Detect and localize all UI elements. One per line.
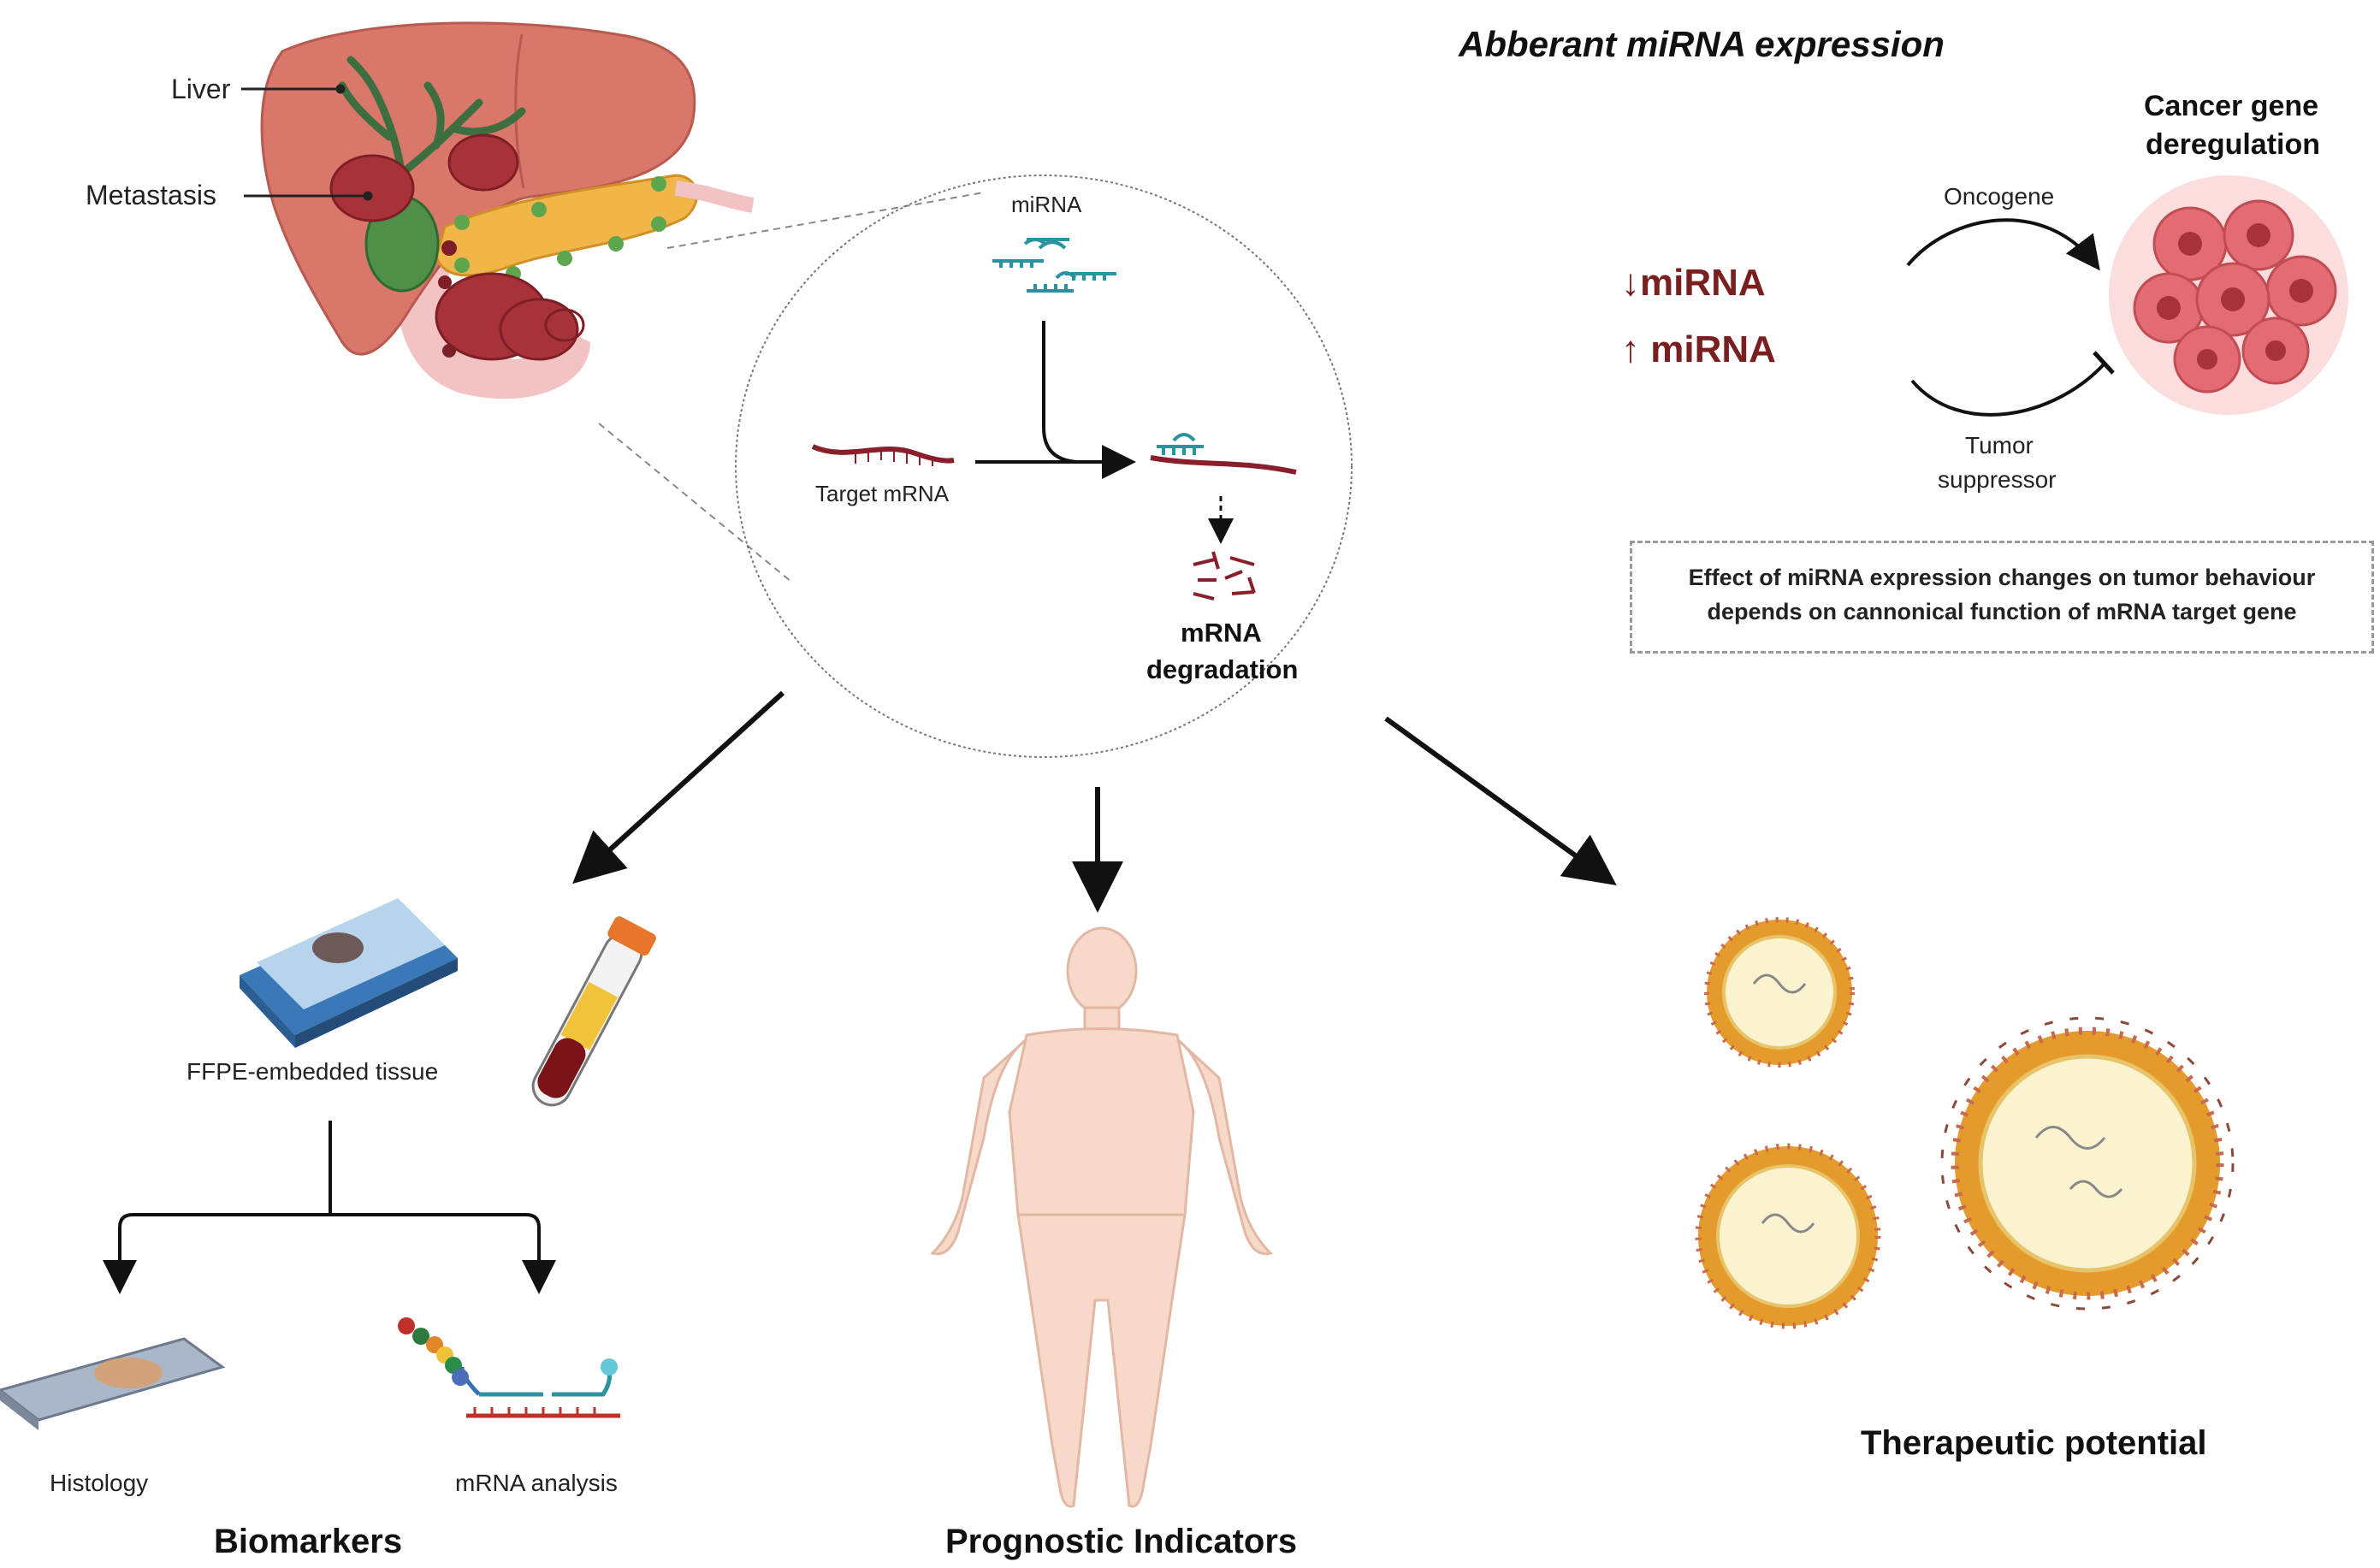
liposome-small	[1704, 917, 1855, 1068]
anatomy-callouts	[241, 84, 373, 201]
mirna-binding-arrow	[1042, 321, 1079, 464]
ffpe-block-icon	[240, 898, 458, 1048]
prognostic-title: Prognostic Indicators	[945, 1523, 1298, 1560]
therapeutic-title: Therapeutic potential	[1861, 1424, 2207, 1462]
target-mrna-label: Target mRNA	[815, 481, 950, 506]
degradation-label-1: mRNA	[1181, 618, 1262, 648]
histology-slide-icon	[0, 1337, 226, 1430]
liver-illustration	[260, 21, 755, 399]
liver-label: Liver	[171, 74, 231, 104]
diagram-title: Abberant miRNA expression	[1459, 24, 1945, 64]
human-figure-icon	[930, 926, 1273, 1508]
zoom-lines	[598, 192, 985, 583]
cancer-gene-label-1: Cancer gene	[2144, 90, 2319, 122]
mrna-analysis-label: mRNA analysis	[455, 1470, 618, 1496]
degraded-fragments	[1193, 551, 1256, 601]
liposome-medium	[1695, 1143, 1881, 1329]
oncogene-arrow	[1906, 218, 2100, 271]
tumor-cluster-icon	[2109, 175, 2348, 415]
note-text: Effect of miRNA expression changes on tu…	[1688, 565, 2316, 624]
ffpe-tree-lines	[118, 1121, 541, 1287]
histology-label: Histology	[50, 1470, 149, 1496]
target-mrna-strand	[811, 444, 955, 464]
note-box: Effect of miRNA expression changes on tu…	[1630, 541, 2374, 654]
mrna-analysis-icon	[398, 1317, 620, 1418]
metastasis-label: Metastasis	[86, 180, 216, 210]
blood-tube-icon	[531, 916, 656, 1107]
arrow-to-biomarkers	[572, 690, 785, 885]
mirna-glyphs	[992, 238, 1116, 293]
tumor-masses	[329, 133, 585, 361]
bound-complex	[1150, 433, 1297, 475]
suppressor-label: suppressor	[1938, 466, 2057, 493]
tumor-label: Tumor	[1965, 432, 2034, 459]
tumor-suppressor-arrow	[1910, 362, 2106, 417]
oncogene-label: Oncogene	[1944, 183, 2055, 210]
mirna-down-label: ↓miRNA	[1621, 262, 1766, 304]
cancer-gene-label-2: deregulation	[2146, 128, 2321, 161]
ffpe-label: FFPE-embedded tissue	[186, 1058, 439, 1085]
liposome-large	[1940, 1016, 2235, 1311]
biomarkers-title: Biomarkers	[214, 1523, 403, 1560]
mechanism-circle	[735, 175, 1353, 758]
degradation-label-2: degradation	[1146, 654, 1299, 684]
arrow-to-therapeutic	[1384, 716, 1617, 886]
mirna-up-label: ↑ miRNA	[1621, 328, 1776, 370]
mirna-label: miRNA	[1011, 192, 1082, 217]
